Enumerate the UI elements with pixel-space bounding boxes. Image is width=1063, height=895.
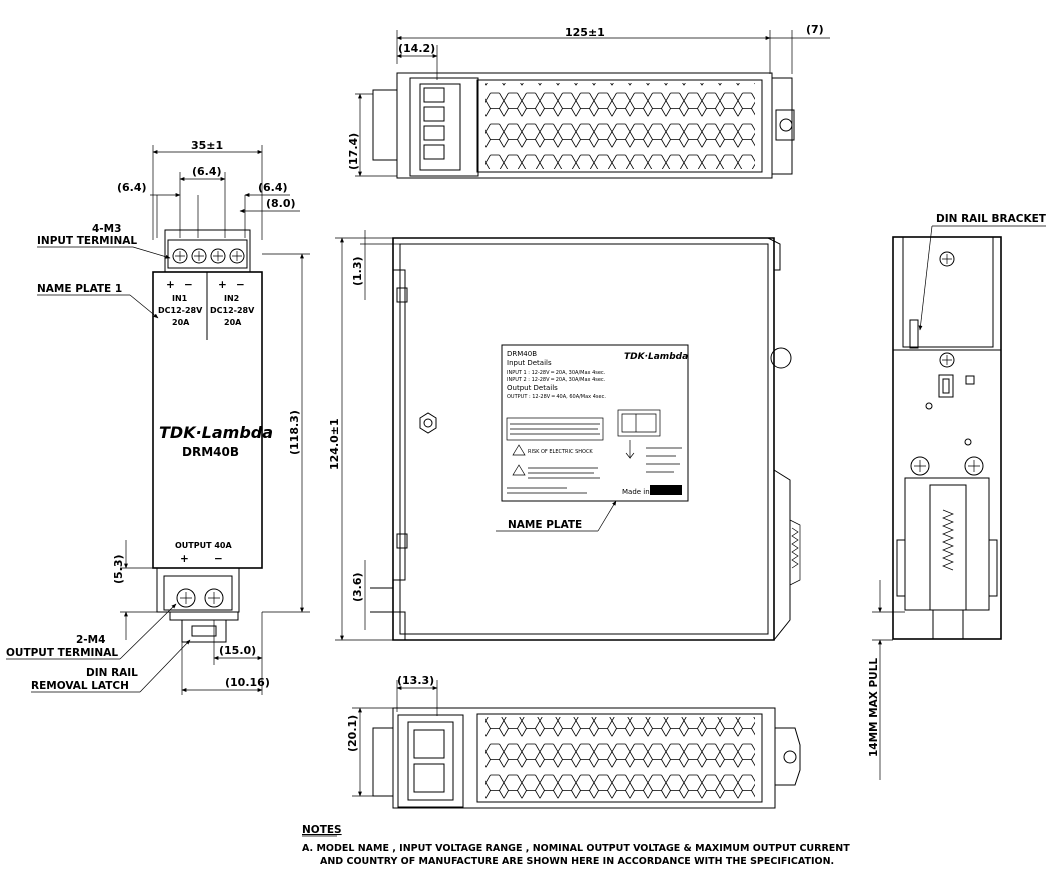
din-pull-dim: 14MM MAX PULL	[868, 658, 880, 757]
top-width-dim: 125±1	[565, 26, 605, 39]
plate-brand: TDK·Lambda	[624, 352, 688, 362]
plate-warning: RISK OF ELECTRIC SHOCK	[528, 449, 593, 455]
din-rail-label: DIN RAIL	[86, 667, 138, 679]
in2-minus: −	[236, 279, 245, 291]
front-pitch-dim: (6.4)	[192, 165, 222, 178]
in1-voltage: DC12-28V	[158, 306, 203, 315]
bottom-view: (13.3) (20.1)	[346, 674, 801, 809]
name-plate-label: NAME PLATE	[508, 519, 582, 531]
input-terminal-count: 4-M3	[92, 223, 121, 235]
out-plus: +	[180, 553, 189, 565]
front-body-dim: (118.3)	[288, 410, 301, 455]
front-latch-dim: (15.0)	[219, 644, 256, 657]
notes-line-1: A. MODEL NAME , INPUT VOLTAGE RANGE , NO…	[302, 843, 850, 854]
in2-label: IN2	[224, 294, 239, 303]
in1-label: IN1	[172, 294, 188, 303]
din-rail-bracket-label: DIN RAIL BRACKET	[936, 213, 1047, 225]
bottom-height-dim: (20.1)	[346, 715, 359, 752]
in2-plus: +	[218, 279, 227, 291]
plate-input-heading: Input Details	[507, 359, 552, 367]
side-view: DRM40B TDK·Lambda Input Details INPUT 1 …	[328, 230, 801, 641]
notes-title: NOTES	[302, 824, 342, 836]
plate-output1: OUTPUT : 12-28V ═ 40A, 60A/Max 4sec.	[507, 394, 606, 400]
name-plate-1-label: NAME PLATE 1	[37, 283, 122, 295]
front-view: 35±1 (6.4) (6.4) (6.4) (8.0) + − + − IN1…	[6, 139, 310, 695]
in2-voltage: DC12-28V	[210, 306, 255, 315]
front-width-dim: 35±1	[191, 139, 223, 152]
input-terminal-label: INPUT TERMINAL	[37, 235, 137, 247]
top-connector-dim: (14.2)	[398, 42, 435, 55]
plate-output-heading: Output Details	[507, 384, 558, 392]
bottom-connector-dim: (13.3)	[397, 674, 434, 687]
front-output-offset-dim: (5.3)	[112, 554, 125, 584]
front-brand-logo: TDK·Lambda	[159, 423, 273, 442]
side-bottom-dim: (3.6)	[351, 572, 364, 602]
in2-current: 20A	[224, 318, 242, 327]
front-right-edge-dim: (8.0)	[266, 197, 296, 210]
plate-input1: INPUT 1 : 12-28V ═ 20A, 30A/Max 4sec.	[507, 370, 606, 376]
front-right-offset-dim: (6.4)	[258, 181, 288, 194]
output-rating: OUTPUT 40A	[175, 541, 232, 550]
side-height-dim: 124.0±1	[328, 418, 341, 470]
rear-view: DIN RAIL BRACKET 14MM MAX PULL	[868, 213, 1047, 780]
plate-model: DRM40B	[507, 350, 537, 358]
top-height-dim: (17.4)	[347, 133, 360, 170]
in1-current: 20A	[172, 318, 190, 327]
removal-latch-label: REMOVAL LATCH	[31, 680, 129, 692]
output-terminal-count: 2-M4	[76, 634, 105, 646]
in1-plus: +	[166, 279, 175, 291]
notes-line-2: AND COUNTRY OF MANUFACTURE ARE SHOWN HER…	[320, 856, 834, 867]
notes: NOTES A. MODEL NAME , INPUT VOLTAGE RANG…	[302, 824, 850, 867]
front-latch-total-dim: (10.16)	[225, 676, 270, 689]
top-view: 125±1 (7) (14.2) (17.4)	[347, 23, 830, 179]
side-top-dim: (1.3)	[351, 256, 364, 286]
plate-input2: INPUT 2 : 12-28V ═ 20A, 30A/Max 4sec.	[507, 377, 606, 383]
top-right-dim: (7)	[806, 23, 824, 36]
plate-made-in: Made in	[622, 488, 650, 496]
out-minus: −	[214, 553, 223, 565]
front-left-offset-dim: (6.4)	[117, 181, 147, 194]
front-model: DRM40B	[182, 445, 239, 459]
in1-minus: −	[184, 279, 193, 291]
output-terminal-label: OUTPUT TERMINAL	[6, 647, 118, 659]
